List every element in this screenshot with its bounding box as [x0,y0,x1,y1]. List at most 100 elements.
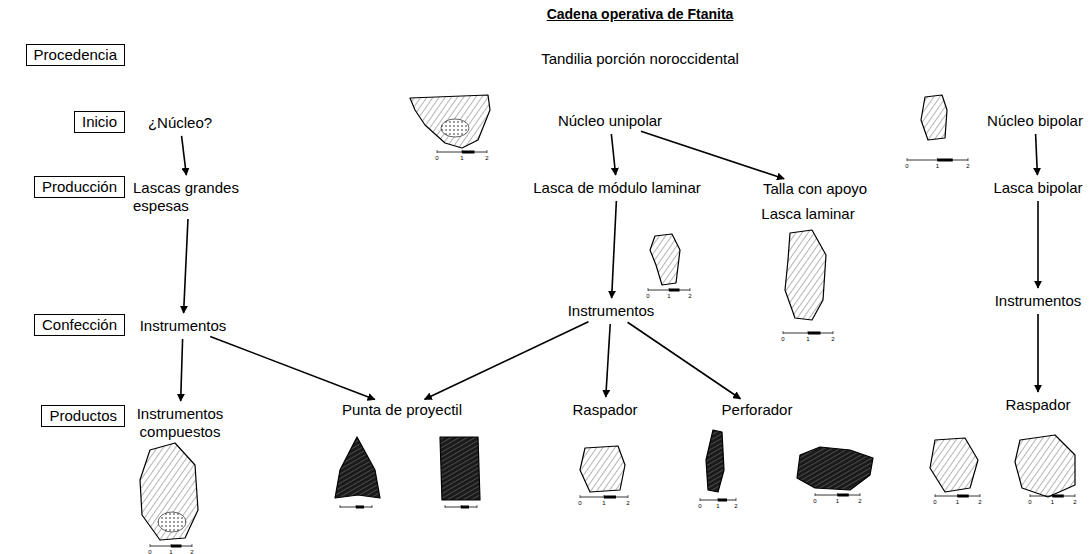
lithic-drawing [706,430,724,492]
flow-step: Lasca laminar [761,205,854,223]
flow-step: Instrumentos [140,317,227,335]
flow-step: Perforador [722,401,793,419]
flow-arrow [606,324,610,397]
flow-step: Núcleo unipolar [558,112,662,130]
node-text: Procedencia [34,46,117,64]
flow-arrow [1036,134,1038,175]
scale-number: 0 [148,549,151,554]
scale-segment [171,545,182,548]
flow-arrow [628,322,741,399]
cortex-patch [158,512,186,532]
scale-number: 1 [1051,499,1054,505]
scale-tick [718,498,719,501]
flow-step: Raspador [1005,396,1070,414]
node-text: Raspador [1005,396,1070,414]
scale-number: 2 [831,336,834,342]
scale-tick [937,158,938,161]
lithic-drawing [650,234,680,285]
scale-tick [1052,494,1053,497]
scale-number: 0 [646,293,649,299]
scale-number: 1 [956,499,959,505]
scale-tick [837,493,838,496]
flow-arrow [641,131,784,178]
scale-tick [833,331,834,334]
scale-tick [648,288,649,291]
scale-tick [487,150,488,153]
stage-box: Inicio [74,111,125,133]
scale-number: 1 [836,498,839,504]
flow-step: Instrumentos compuestos [124,405,236,441]
flow-step: Punta de proyectil [342,401,462,419]
stage-box: Productos [41,405,125,427]
lithic-drawing [797,447,873,490]
scale-tick [150,544,151,547]
scale-tick [690,288,691,291]
node-text: Núcleo unipolar [558,112,662,130]
scale-tick [700,498,701,501]
lithic-drawing [580,446,625,492]
scale-segment [669,289,680,292]
scale-number: 0 [578,500,581,506]
scale-number: 2 [190,549,193,554]
scale-tick [1075,494,1076,497]
scale-number: 2 [858,498,861,504]
scale-number: 1 [806,336,809,342]
scale-tick [477,505,478,508]
scale-tick [437,150,438,153]
scale-tick [192,544,193,547]
lithic-drawing [785,230,826,320]
scale-tick [860,493,861,496]
scale-segment [808,332,821,335]
node-text: Raspador [572,401,637,419]
flow-step: Lasca de módulo laminar [533,179,701,197]
lithic-drawing [410,95,490,148]
scale-number: 2 [485,155,488,161]
scale-tick [461,505,462,508]
scale-number: 2 [688,293,691,299]
flow-arrow [184,219,188,313]
flow-step: Instrumentos [995,292,1082,310]
scale-segment [838,494,849,497]
node-text: Lasca bipolar [993,179,1082,197]
stage-box: Producción [34,176,125,198]
scale-tick [1030,494,1031,497]
scale-tick [462,150,463,153]
node-text: Inicio [82,113,117,131]
provenance-label: Tandilia porción noroccidental [541,50,739,67]
scale-tick [628,495,629,498]
scale-tick [580,495,581,498]
scale-tick [604,495,605,498]
lithic-drawing [930,438,978,492]
flow-arrow [611,134,615,175]
flow-arrow [181,339,183,401]
lithic-drawing [440,437,480,500]
node-text: Lasca de módulo laminar [533,179,701,197]
scale-number: 1 [716,503,719,509]
stage-box: Confección [34,314,125,336]
diagram-title: Cadena operativa de Ftanita [547,6,734,22]
flow-step: Núcleo bipolar [987,112,1083,130]
scale-number: 2 [966,163,969,169]
node-text: Lascas grandes espesas [133,179,245,215]
scale-number: 0 [698,503,701,509]
scale-tick [356,505,357,508]
flow-step: Instrumentos [568,302,655,320]
node-text: Punta de proyectil [342,401,462,419]
scale-number: 2 [734,503,737,509]
node-text: Lasca laminar [761,205,854,223]
scale-segment [356,506,364,509]
scale-segment [718,499,727,502]
scale-tick [980,494,981,497]
scale-number: 1 [460,155,463,161]
scale-segment [958,495,969,498]
scale-tick [340,505,341,508]
node-text: Instrumentos compuestos [124,405,236,441]
lithic-drawing [1015,435,1075,497]
scale-tick [783,331,784,334]
scale-tick [171,544,172,547]
flow-arrow [1037,314,1039,392]
scale-tick [957,494,958,497]
scale-segment [938,159,953,162]
